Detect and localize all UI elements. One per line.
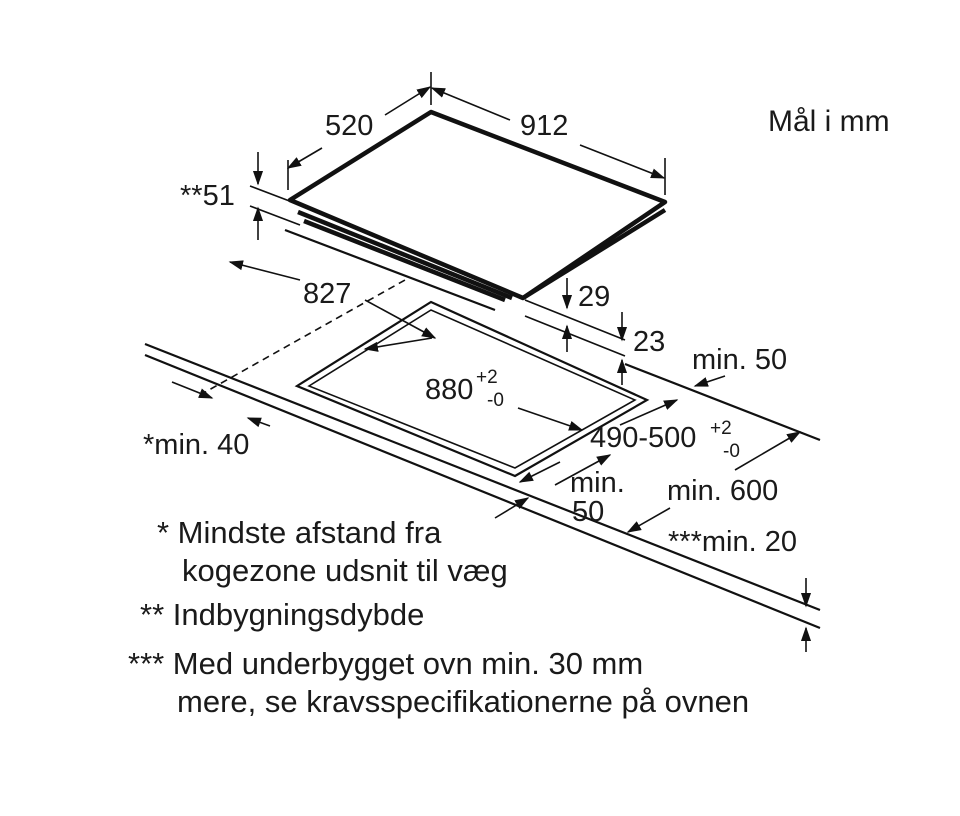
dimension-lines	[171, 72, 812, 652]
hob	[284, 109, 668, 312]
note-3-line-2: mere, se kravsspecifikationerne på ovnen	[177, 684, 749, 719]
note-1-line-2: kogezone udsnit til væg	[182, 553, 508, 588]
dim-min-50-front-a: min.	[570, 467, 625, 499]
dim-min-50-front-b: 50	[572, 496, 604, 528]
worktop	[144, 279, 821, 630]
footnotes: * Mindste afstand fra kogezone udsnit ti…	[128, 515, 749, 719]
dim-51: **51	[180, 180, 235, 212]
dim-880-tol-minus: -0	[487, 390, 504, 411]
dim-min-50-right: min. 50	[692, 344, 787, 376]
note-2: ** Indbygningsdybde	[140, 597, 424, 632]
dim-23: 23	[633, 326, 665, 358]
note-1-line-1: * Mindste afstand fra	[157, 515, 442, 550]
cutout	[294, 300, 650, 478]
dim-880: 880	[425, 374, 473, 406]
dim-520: 520	[325, 110, 373, 142]
note-3-line-1: *** Med underbygget ovn min. 30 mm	[128, 646, 643, 681]
dim-min-600: min. 600	[667, 475, 778, 507]
dim-min-40: *min. 40	[143, 429, 249, 461]
dim-490-500-tol-minus: -0	[723, 441, 740, 462]
unit-note: Mål i mm	[768, 105, 890, 138]
dim-827: 827	[303, 278, 351, 310]
dim-880-tol-plus: +2	[476, 367, 498, 388]
dim-490-500-tol-plus: +2	[710, 418, 732, 439]
dim-912: 912	[520, 110, 568, 142]
dim-min-20: ***min. 20	[668, 526, 797, 558]
dim-29: 29	[578, 281, 610, 313]
dim-490-500: 490-500	[590, 422, 696, 454]
